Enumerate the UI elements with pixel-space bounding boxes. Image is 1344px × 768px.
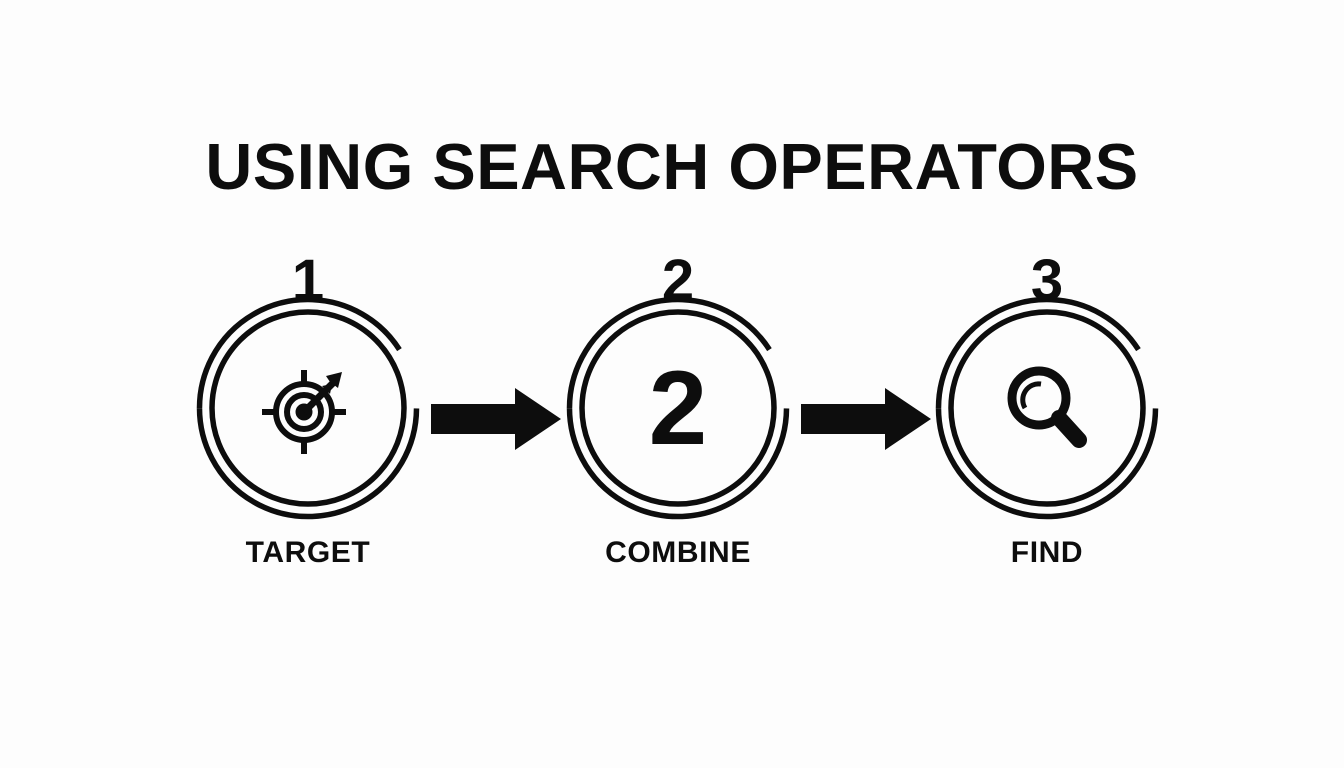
process-step-3[interactable]: 3 FIND [897,252,1197,592]
arrow-step1-to-step2 [431,388,561,450]
process-steps-row: 1 [0,252,1344,592]
arrow-step2-to-step3 [801,388,931,450]
step-number-2: 2 [661,248,695,313]
target-arrow-icon [258,358,358,458]
page-title: USING SEARCH OPERATORS [205,130,1139,203]
step-number-3: 3 [1030,248,1064,313]
step-badge-2: 2 2 [528,252,828,522]
step-label-1: TARGET [245,536,371,569]
numeral-two-glyph: 2 [628,349,728,467]
magnifier-icon [997,358,1097,458]
double-ring-1 [196,296,420,520]
step-badge-1: 1 [158,252,458,522]
step-label-2: COMBINE [605,536,751,569]
step-center-numeral-2: 2 [648,349,708,467]
step-number-1: 1 [291,248,325,313]
double-ring-2 [566,296,790,520]
process-step-1[interactable]: 1 [158,252,458,592]
double-ring-3 [935,296,1159,520]
process-step-2[interactable]: 2 2 COMBINE [528,252,828,592]
step-label-3: FIND [1010,536,1084,569]
step-badge-3: 3 [897,252,1197,522]
